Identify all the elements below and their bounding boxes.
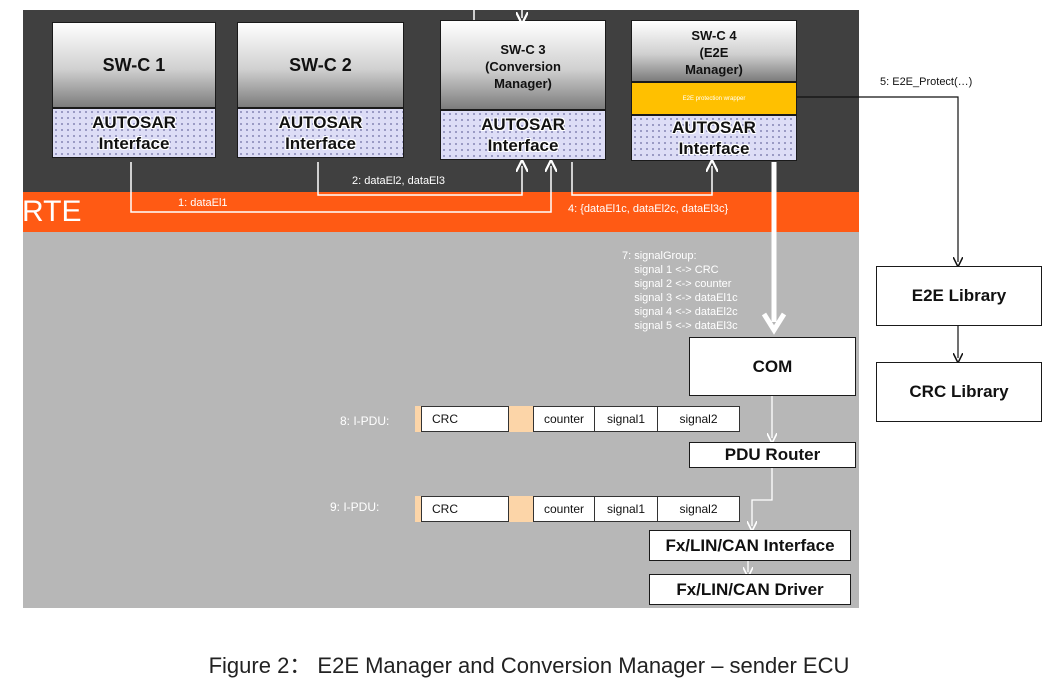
flow2-label: 2: dataEl2, dataEl3 <box>352 175 445 187</box>
ipdu9-signal1-cell: signal1 <box>594 496 658 522</box>
driver-label: Fx/LIN/CAN Driver <box>676 579 824 599</box>
e2e-library: E2E Library <box>876 266 1042 326</box>
ipdu9-signal2-cell: signal2 <box>657 496 740 522</box>
swc1-interface-label: AUTOSAR Interface <box>92 113 176 153</box>
swc2-interface-label: AUTOSAR Interface <box>278 113 363 153</box>
ipdu8-frame: CRC counter signal1 signal2 <box>415 406 740 432</box>
swc3-interface-label: AUTOSAR Interface <box>481 115 565 155</box>
swc4-box: SW-C 4 (E2E Manager) <box>631 20 797 82</box>
ipdu8-counter-cell: counter <box>533 406 595 432</box>
swc3-interface: AUTOSAR Interface <box>440 110 606 160</box>
ipdu8-crc-cell: CRC <box>421 406 509 432</box>
flow7-label: 7: signalGroup: signal 1 <-> CRC signal … <box>622 250 738 332</box>
swc1-title: SW-C 1 <box>102 54 166 75</box>
ipdu9-pad-left <box>415 496 421 522</box>
swc3-box: SW-C 3 (Conversion Manager) <box>440 20 606 110</box>
swc3-title: SW-C 3 (Conversion Manager) <box>485 41 561 91</box>
com-module: COM <box>689 337 856 396</box>
interface-label: Fx/LIN/CAN Interface <box>665 535 835 555</box>
swc1-interface: AUTOSAR Interface <box>52 108 216 158</box>
swc1-box: SW-C 1 <box>52 22 216 108</box>
swc2-box: SW-C 2 <box>237 22 404 108</box>
ipdu8-label: 8: I-PDU: <box>340 414 390 428</box>
ipdu8-signal1-cell: signal1 <box>594 406 658 432</box>
com-label: COM <box>752 356 793 376</box>
ipdu9-frame: CRC counter signal1 signal2 <box>415 496 740 522</box>
flow7-arrowhead <box>761 312 787 335</box>
driver-module: Fx/LIN/CAN Driver <box>649 574 851 605</box>
ipdu9-label: 9: I-PDU: <box>330 500 380 514</box>
crc-library: CRC Library <box>876 362 1042 422</box>
ipdu9-crc-cell: CRC <box>421 496 509 522</box>
flow2-line <box>317 162 522 196</box>
flow4-label: 4: {dataEl1c, dataEl2c, dataEl3c} <box>568 203 729 215</box>
flow1-label: 1: dataEl1 <box>178 197 228 209</box>
ipdu8-gap <box>509 406 533 432</box>
swc4-title: SW-C 4 (E2E Manager) <box>685 27 743 77</box>
ipdu9-counter-cell: counter <box>533 496 595 522</box>
rte-label: RTE <box>22 195 82 228</box>
flow5-label: 5: E2E_Protect(…) <box>880 76 973 88</box>
interface-module: Fx/LIN/CAN Interface <box>649 530 851 561</box>
flow5-line <box>797 96 958 262</box>
e2e-protection-wrapper: E2E protection wrapper <box>631 82 797 115</box>
swc4-interface-label: AUTOSAR Interface <box>672 118 756 158</box>
figure-caption: Figure 2： E2E Manager and Conversion Man… <box>208 653 850 678</box>
flow1-line <box>130 162 551 213</box>
e2e-library-label: E2E Library <box>911 286 1007 305</box>
ipdu9-gap <box>509 496 533 522</box>
ipdu8-pad-left <box>415 406 421 432</box>
pdu-router-module: PDU Router <box>689 442 856 468</box>
swc2-title: SW-C 2 <box>289 54 352 75</box>
router-if-line <box>752 468 773 526</box>
ipdu8-signal2-cell: signal2 <box>657 406 740 432</box>
swc2-interface: AUTOSAR Interface <box>237 108 404 158</box>
pdu-router-label: PDU Router <box>724 445 821 464</box>
flow4-line <box>571 162 712 196</box>
swc4-interface: AUTOSAR Interface <box>631 115 797 161</box>
wrapper-label: E2E protection wrapper <box>682 95 746 102</box>
crc-library-label: CRC Library <box>909 382 1009 401</box>
